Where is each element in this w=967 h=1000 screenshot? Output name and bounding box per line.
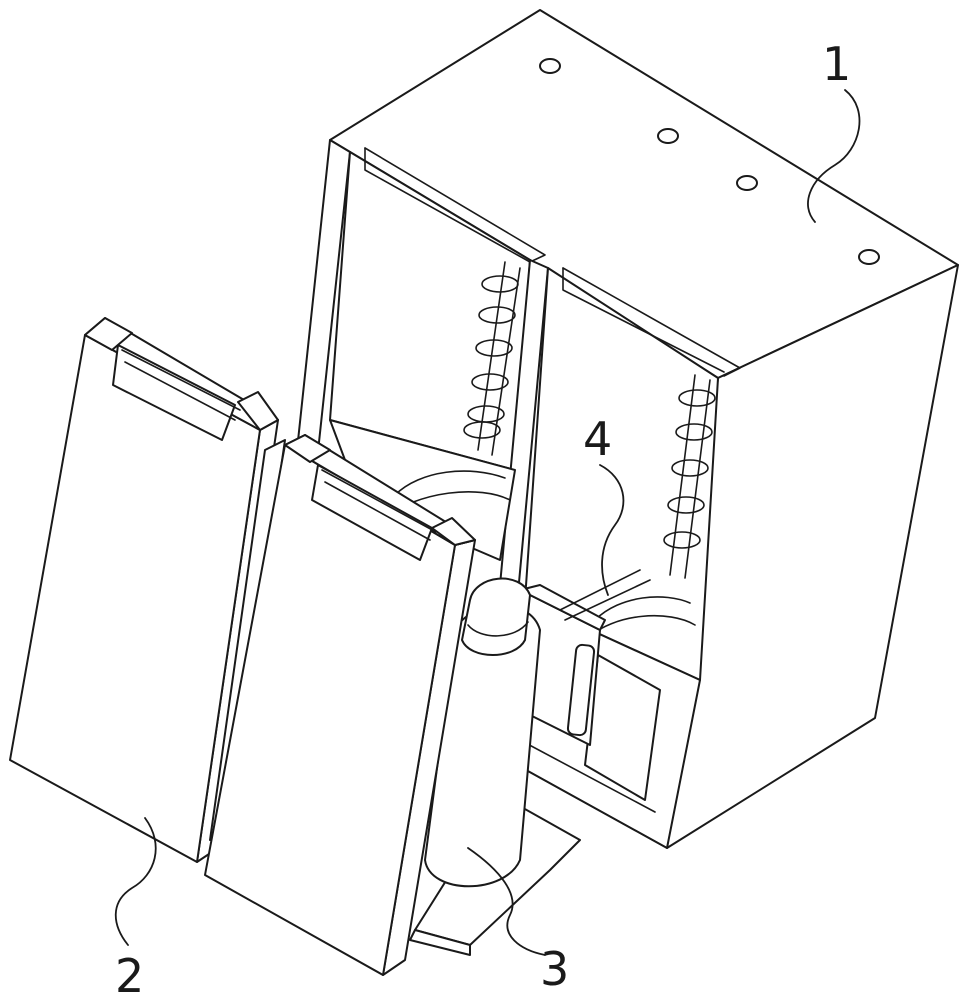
mounting-hole	[737, 176, 757, 190]
motor-boss	[462, 579, 530, 655]
label-4: 4	[583, 412, 612, 466]
mounting-hole	[658, 129, 678, 143]
callout-2: 2	[115, 818, 156, 1000]
mounting-hole	[859, 250, 879, 264]
label-3: 3	[540, 942, 569, 996]
label-1: 1	[822, 37, 851, 91]
mounting-hole	[540, 59, 560, 73]
label-2: 2	[115, 949, 144, 1000]
